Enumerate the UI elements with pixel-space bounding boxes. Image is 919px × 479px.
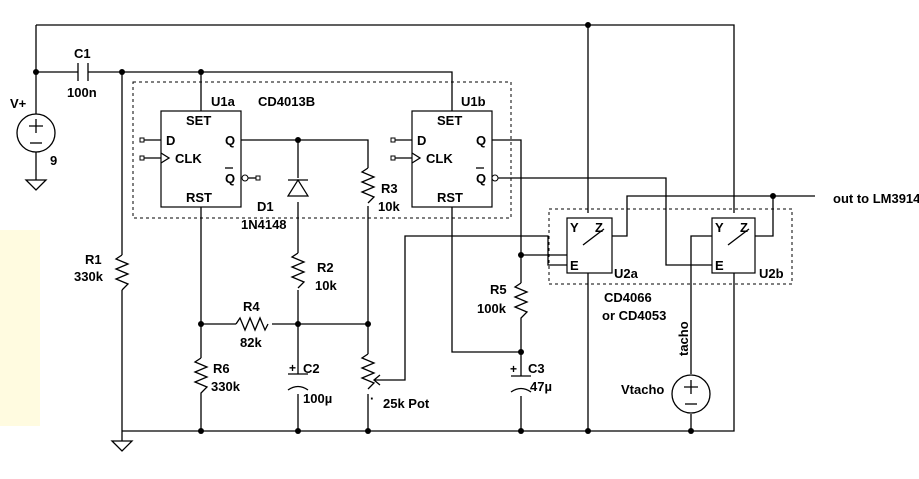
chip2-alt-label: or CD4053 — [602, 308, 666, 323]
u2a-z: Z — [595, 220, 603, 235]
r2-value: 10k — [315, 278, 337, 293]
capacitor-c2 — [287, 373, 309, 391]
c2-plus: + — [289, 361, 296, 375]
u1a-d: D — [166, 133, 175, 148]
pot-label: 25k Pot — [383, 396, 430, 411]
c3-value: 47µ — [530, 379, 552, 394]
u1a-label: U1a — [211, 94, 236, 109]
u1b-set: SET — [437, 113, 462, 128]
u1b-q: Q — [476, 133, 486, 148]
chip2-label: CD4066 — [604, 290, 652, 305]
r4-label: R4 — [243, 299, 260, 314]
r2-label: R2 — [317, 260, 334, 275]
resistor-r1 — [114, 254, 130, 291]
resistor-r6 — [193, 357, 209, 400]
switch-u2a — [566, 217, 613, 274]
switch-u2b — [711, 217, 756, 274]
flipflop-u1b — [390, 110, 499, 208]
diode-d1 — [286, 178, 310, 197]
c2-value: 100µ — [303, 391, 332, 406]
junctions — [33, 22, 776, 434]
r1-value: 330k — [74, 269, 104, 284]
r3-value: 10k — [378, 199, 400, 214]
u2b-y: Y — [715, 220, 724, 235]
cd4066-boundary — [548, 208, 793, 285]
d1-value: 1N4148 — [241, 217, 287, 232]
u1b-d: D — [417, 133, 426, 148]
r4-value: 82k — [240, 335, 262, 350]
c3-plus: + — [510, 362, 517, 376]
battery-source — [16, 113, 56, 153]
r6-label: R6 — [213, 361, 230, 376]
u1b-clk: CLK — [426, 151, 453, 166]
vtacho-label: Vtacho — [621, 382, 664, 397]
u2a-label: U2a — [614, 266, 639, 281]
u1a-qbar: Q — [225, 171, 235, 186]
u1a-set: SET — [186, 113, 211, 128]
c3-label: C3 — [528, 361, 545, 376]
r5-value: 100k — [477, 301, 507, 316]
resistor-r4 — [235, 316, 269, 332]
d1-label: D1 — [257, 199, 274, 214]
u1a-clk: CLK — [175, 151, 202, 166]
flipflop-u1a — [139, 110, 261, 208]
potentiometer — [360, 353, 388, 390]
capacitor-c3 — [510, 375, 532, 393]
capacitor-c1 — [77, 63, 89, 81]
u2b-e: E — [715, 258, 724, 273]
u1b-label: U1b — [461, 94, 486, 109]
u2a-e: E — [570, 258, 579, 273]
r6-value: 330k — [211, 379, 241, 394]
resistor-r2 — [290, 252, 306, 289]
u1b-qbar: Q — [476, 171, 486, 186]
u1a-rst: RST — [186, 190, 212, 205]
wires — [35, 24, 815, 441]
vplus-label: V+ — [10, 96, 27, 111]
c1-value: 100n — [67, 85, 97, 100]
ground-symbol — [24, 179, 134, 452]
battery-value: 9 — [50, 153, 57, 168]
u2b-z: Z — [740, 220, 748, 235]
r5-label: R5 — [490, 282, 507, 297]
tacho-source — [671, 374, 711, 414]
u1b-rst: RST — [437, 190, 463, 205]
tacho-label: tacho — [676, 321, 691, 356]
r1-label: R1 — [85, 252, 102, 267]
chip1-label: CD4013B — [258, 94, 315, 109]
resistor-r3 — [360, 167, 376, 204]
c2-label: C2 — [303, 361, 320, 376]
pot-dot: · — [370, 391, 374, 406]
u2a-y: Y — [570, 220, 579, 235]
cd4013-boundary — [132, 81, 512, 219]
highlight-strip — [0, 230, 40, 426]
u1a-q: Q — [225, 133, 235, 148]
resistor-r5 — [513, 282, 529, 320]
output-label: out to LM3914 — [833, 191, 919, 206]
c1-label: C1 — [74, 46, 91, 61]
r3-label: R3 — [381, 181, 398, 196]
u2b-label: U2b — [759, 266, 784, 281]
